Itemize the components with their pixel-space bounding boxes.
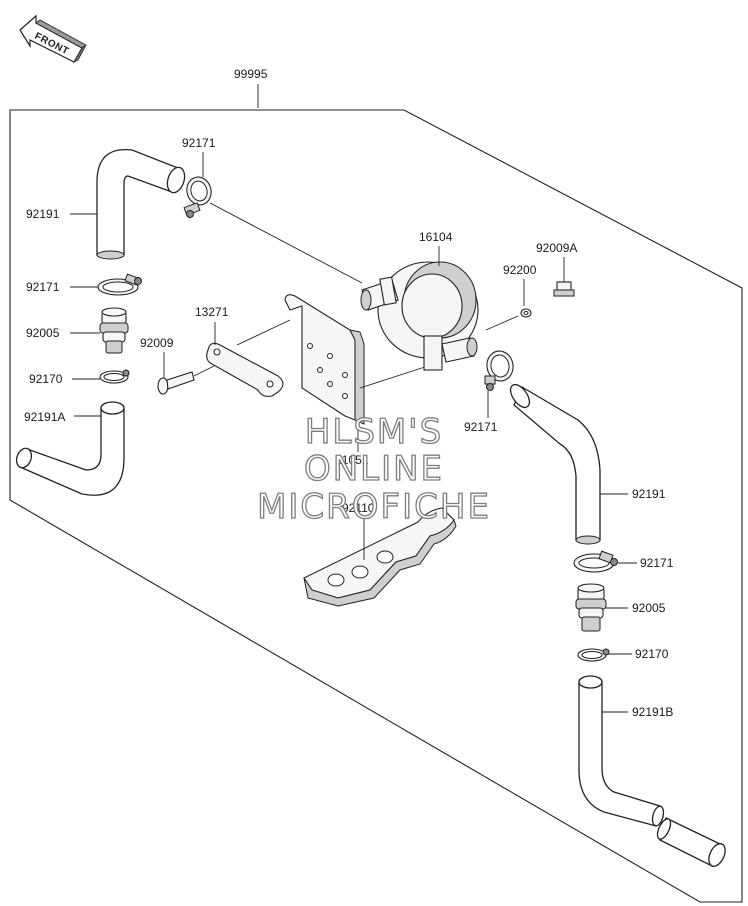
washer — [520, 308, 532, 318]
front-arrow-icon: FRONT — [19, 14, 87, 63]
stay — [303, 507, 457, 607]
assembly-outline — [9, 109, 743, 903]
label-hose-lower-right: 92191B — [632, 705, 673, 719]
label-washer: 92200 — [503, 263, 537, 277]
hose-lower-left — [15, 401, 125, 496]
label-clamp-upper-center: 92171 — [182, 136, 216, 150]
label-clamp-left-1: 92171 — [26, 280, 60, 294]
label-fitting-left: 92005 — [26, 326, 60, 340]
clamp-upper-center — [183, 176, 212, 218]
label-clamp-right: 92171 — [640, 556, 674, 570]
label-clamp-right-2: 92170 — [635, 647, 669, 661]
assembly-number-label: 99995 — [234, 67, 268, 81]
bolt — [157, 371, 195, 395]
label-valve: 16104 — [419, 230, 453, 244]
clamp-valve — [484, 350, 514, 391]
hose-lower-right — [578, 675, 726, 867]
clamp-right-2 — [577, 648, 610, 662]
clamp-right — [573, 550, 618, 573]
label-clamp-left-2: 92170 — [29, 372, 63, 386]
label-hose-lower-left: 92191A — [24, 410, 65, 424]
small-bolt — [553, 281, 575, 297]
label-hose-upper-left: 92191 — [26, 207, 60, 221]
fitting-right — [575, 583, 607, 632]
clamp-left-1 — [97, 273, 142, 296]
label-fitting-right: 92005 — [632, 601, 666, 615]
label-bolt: 92009 — [140, 336, 174, 350]
hose-upper-left — [96, 148, 186, 260]
watermark-line-1: HLSM'S — [305, 412, 443, 452]
plate — [206, 342, 284, 397]
label-clamp-valve: 92171 — [464, 420, 498, 434]
watermark-line-2: ONLINE — [304, 449, 444, 489]
label-plate: 13271 — [195, 305, 229, 319]
label-hose-right: 92191 — [632, 487, 666, 501]
watermark: HLSM'S ONLINE MICROFICHE — [256, 411, 491, 527]
watermark-line-3: MICROFICHE — [257, 487, 491, 527]
valve — [360, 261, 479, 371]
label-stay: 92110 — [342, 501, 375, 515]
label-small-bolt: 92009A — [536, 241, 577, 255]
label-bracket: 11051 — [336, 453, 369, 467]
clamp-left-2 — [99, 369, 130, 384]
bracket — [284, 294, 365, 425]
hose-right — [509, 383, 601, 545]
fitting-left — [99, 307, 129, 354]
